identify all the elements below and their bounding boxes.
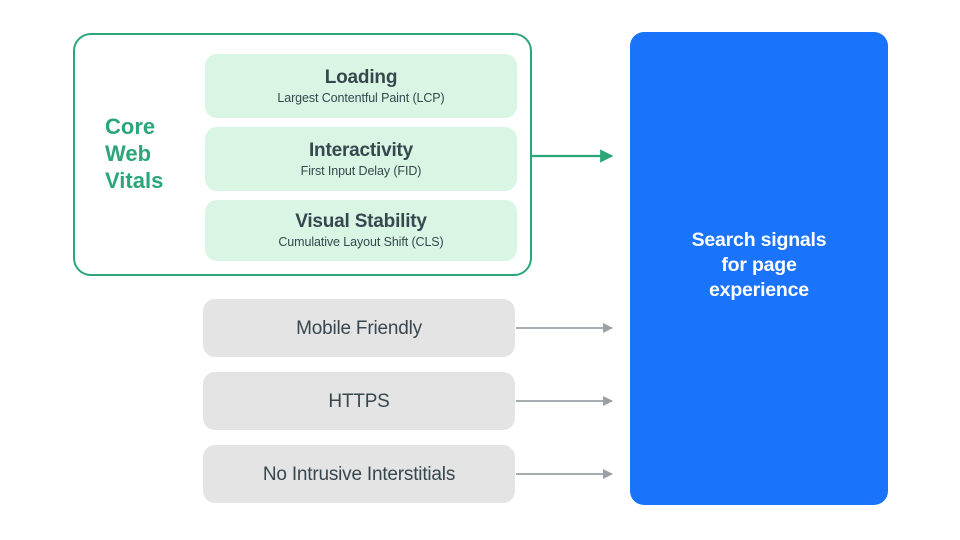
signal-label-https: HTTPS (328, 390, 390, 412)
metric-subtitle-loading: Largest Contentful Paint (LCP) (277, 90, 445, 105)
metric-title-loading: Loading (324, 66, 398, 88)
core-web-vitals-label-line-2: Web (105, 141, 152, 166)
signal-mobile-friendly[interactable]: Mobile Friendly (203, 299, 515, 357)
outcome-panel[interactable]: Search signals for page experience (630, 32, 888, 505)
core-web-vitals-label-line-1: Core (105, 114, 156, 139)
core-web-vitals-group: Core Web Vitals Loading Largest Contentf… (73, 33, 532, 276)
metric-title-visual-stability: Visual Stability (295, 211, 427, 232)
signal-label-no-intrusive-interstitials: No Intrusive Interstitials (262, 463, 456, 485)
outcome-panel-title: Search signals for page experience (691, 229, 827, 301)
metric-title-interactivity: Interactivity (308, 139, 414, 161)
core-web-vitals-label-line-3: Vitals (105, 168, 164, 193)
signal-label-mobile-friendly: Mobile Friendly (296, 317, 422, 339)
metric-card-visual-stability[interactable]: Visual Stability Cumulative Layout Shift… (205, 200, 517, 261)
metric-subtitle-interactivity: First Input Delay (FID) (300, 163, 422, 178)
metric-subtitle-visual-stability: Cumulative Layout Shift (CLS) (278, 235, 444, 249)
metric-card-loading[interactable]: Loading Largest Contentful Paint (LCP) (205, 54, 517, 118)
signal-no-intrusive-interstitials[interactable]: No Intrusive Interstitials (203, 445, 515, 503)
metric-card-interactivity[interactable]: Interactivity First Input Delay (FID) (205, 127, 517, 191)
signal-https[interactable]: HTTPS (203, 372, 515, 430)
core-web-vitals-label: Core Web Vitals (105, 113, 205, 194)
